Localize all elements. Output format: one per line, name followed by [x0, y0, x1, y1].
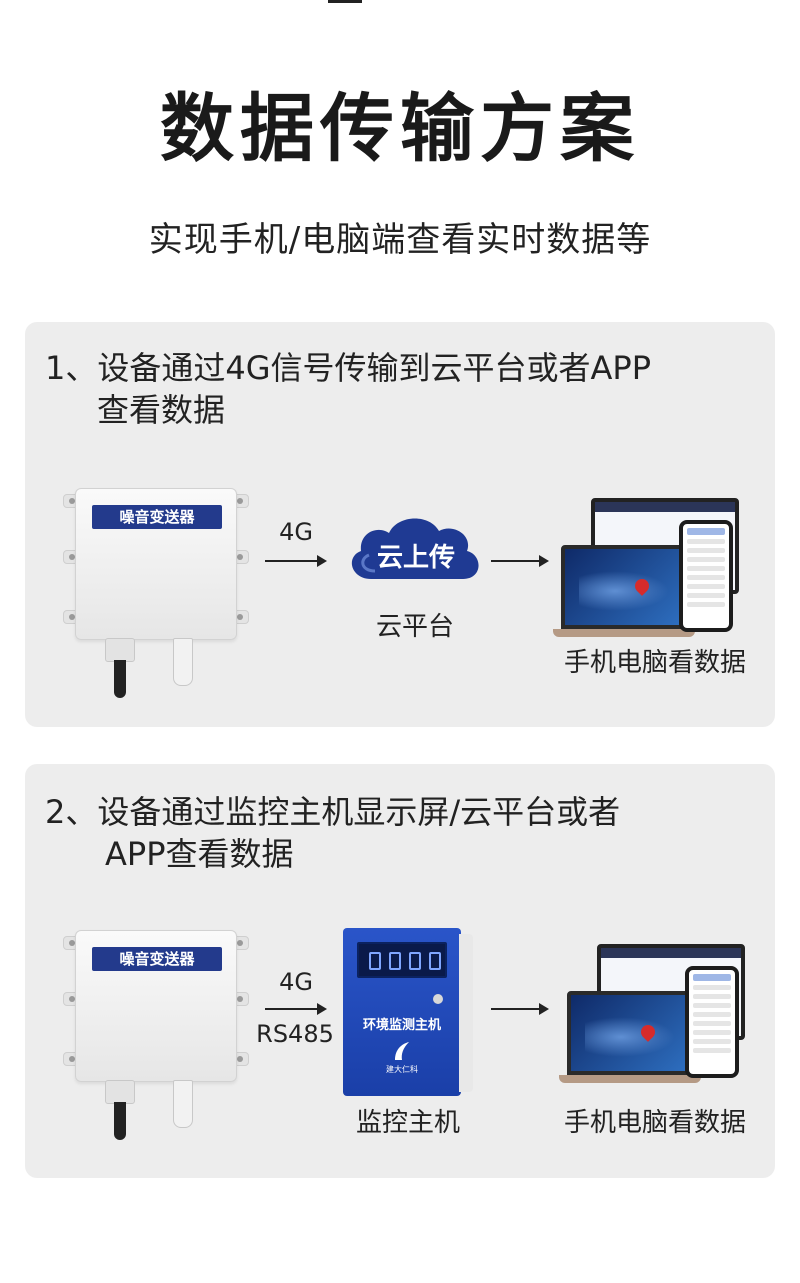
cable-gland	[105, 1080, 135, 1104]
laptop-base	[553, 629, 695, 637]
middle-caption: 监控主机	[355, 1108, 460, 1138]
sensor-enclosure: 噪音变送器	[75, 488, 237, 640]
top-divider-mark	[328, 0, 362, 3]
host-body: 环境监测主机 建大仁科	[343, 928, 461, 1096]
noise-sensor-device: 噪音变送器	[63, 930, 249, 1140]
host-display-screen	[357, 942, 447, 978]
section-heading: 1、设备通过4G信号传输到云平台或者APP 查看数据	[45, 348, 651, 431]
sensor-enclosure: 噪音变送器	[75, 930, 237, 1082]
monitoring-host-cabinet: 环境监测主机 建大仁科	[343, 928, 473, 1096]
section-heading-line2: 查看数据	[97, 390, 226, 429]
world-map-icon	[579, 571, 669, 611]
host-brand: 建大仁科	[386, 1065, 418, 1074]
laptop-base	[559, 1075, 701, 1083]
phone-device	[685, 966, 739, 1078]
section-heading: 2、设备通过监控主机显示屏/云平台或者 APP查看数据	[45, 792, 620, 875]
section-host-display: 2、设备通过监控主机显示屏/云平台或者 APP查看数据 噪音变送器 4G RS4…	[25, 764, 775, 1178]
laptop-phone-devices	[553, 490, 751, 650]
link-label-rs485: RS485	[256, 1020, 334, 1048]
sensor-probe	[173, 638, 193, 686]
laptop-screen	[567, 991, 693, 1075]
sensor-probe	[173, 1080, 193, 1128]
sensor-label: 噪音变送器	[92, 505, 222, 529]
arrow-right-icon	[265, 1003, 327, 1015]
host-title: 环境监测主机	[362, 1018, 441, 1033]
cloud-icon: 云上传	[341, 507, 491, 587]
world-map-icon	[585, 1017, 675, 1057]
arrow-right-icon	[491, 555, 549, 567]
middle-caption: 云平台	[375, 612, 454, 642]
cloud-shape	[351, 518, 479, 579]
laptop-screen	[561, 545, 687, 629]
phone-device	[679, 520, 733, 632]
section-4g-cloud: 1、设备通过4G信号传输到云平台或者APP 查看数据 噪音变送器 4G 云上传 …	[25, 322, 775, 727]
arrow-right-icon	[265, 555, 327, 567]
link-label-4g: 4G	[279, 968, 313, 996]
end-caption: 手机电脑看数据	[563, 1108, 746, 1138]
section-heading-line1: 1、设备通过4G信号传输到云平台或者APP	[45, 349, 652, 387]
section-heading-line1: 2、设备通过监控主机显示屏/云平台或者	[45, 793, 621, 831]
arrow-right-icon	[491, 1003, 549, 1015]
link-label-4g: 4G	[279, 518, 313, 546]
host-side-panel	[459, 934, 473, 1092]
sensor-cable	[114, 1102, 126, 1140]
page-subtitle: 实现手机/电脑端查看实时数据等	[148, 220, 652, 260]
noise-sensor-device: 噪音变送器	[63, 488, 249, 698]
brand-logo-icon	[395, 1042, 409, 1060]
page-title: 数据传输方案	[160, 86, 640, 172]
sensor-label: 噪音变送器	[92, 947, 222, 971]
laptop-phone-devices	[559, 936, 757, 1096]
end-caption: 手机电脑看数据	[563, 648, 746, 678]
cable-gland	[105, 638, 135, 662]
host-key-lock	[433, 994, 443, 1004]
cloud-text: 云上传	[376, 543, 455, 573]
section-heading-line2: APP查看数据	[105, 834, 294, 873]
sensor-cable	[114, 660, 126, 698]
